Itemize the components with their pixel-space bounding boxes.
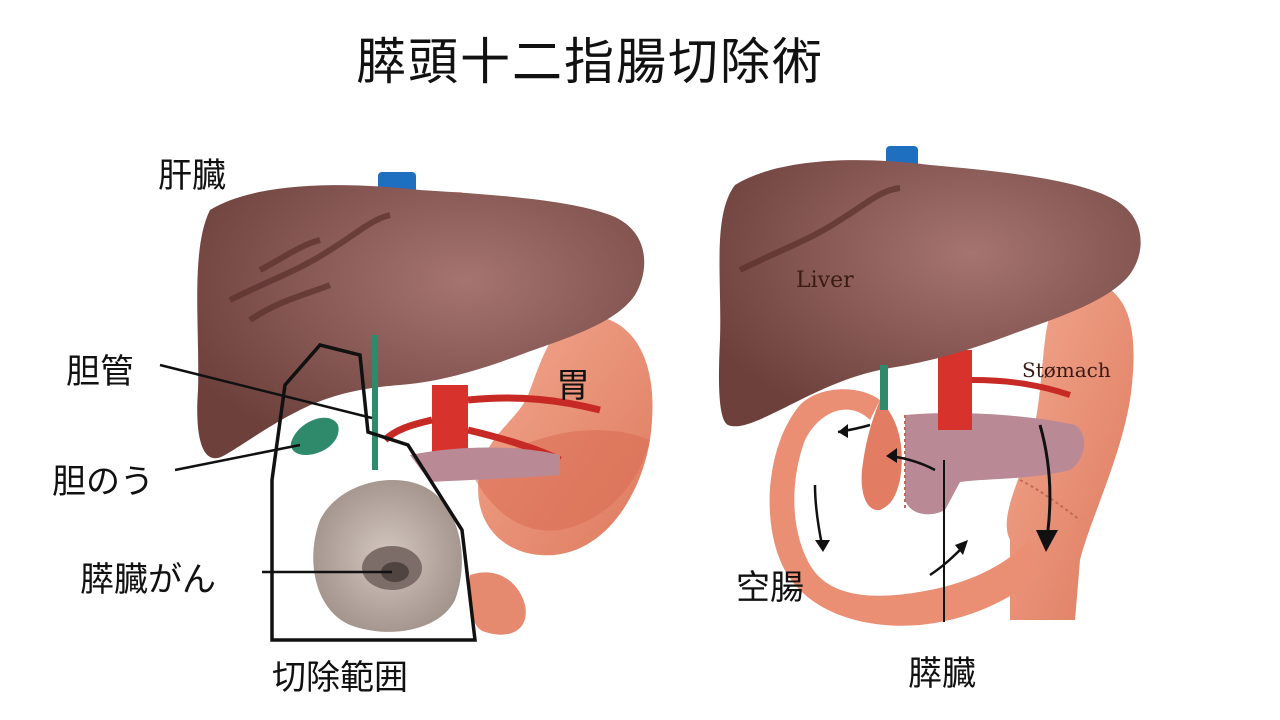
leader-gallbladder [174,443,301,472]
label-liver: 肝臓 [158,156,226,196]
leader-bile-duct [159,363,373,420]
flow-arrowhead-4 [955,540,968,555]
flow-arrowhead-5 [1036,530,1058,552]
left-diagram [159,172,653,642]
flow-arrowhead-1 [838,424,848,438]
pancreas-shape-right [905,413,1085,515]
liver-vessels [228,212,391,323]
bile-duct-right [880,365,888,410]
label-pancreatic-cancer: 膵臓がん [80,560,216,600]
jejunum-loop [769,389,1040,626]
flow-arrowhead-3 [815,540,830,552]
artery-right [938,350,972,430]
label-pancreas: 膵臓 [908,654,976,694]
gallbladder-shape [290,417,339,455]
resection-boundary [270,343,477,642]
flow-arrowhead-2 [886,448,897,463]
right-diagram [718,146,1141,626]
label-stomach-en: Stømach [1022,358,1111,382]
liver-vessels-right [738,185,901,273]
label-stomach: 胃 [556,366,590,406]
label-liver-en: Liver [796,268,854,293]
anastomosis-stitch-2 [1019,479,1081,521]
label-bile-duct: 胆管 [66,352,134,392]
tumor-core [381,562,409,582]
label-gallbladder: 胆のう [52,462,154,502]
bile-duct-shape [372,335,378,470]
label-resection-area: 切除範囲 [272,658,408,698]
pancreas-shape [410,447,560,482]
liver-shape [197,185,645,459]
duodenum-loop [469,572,526,635]
page-title: 膵頭十二指腸切除術 [356,33,824,91]
flow-arrow-5 [1038,424,1052,531]
label-jejunum: 空腸 [736,568,804,608]
flow-arrow-3 [813,484,824,546]
artery-branch-right [971,377,1071,398]
duodenum-right [861,400,902,511]
